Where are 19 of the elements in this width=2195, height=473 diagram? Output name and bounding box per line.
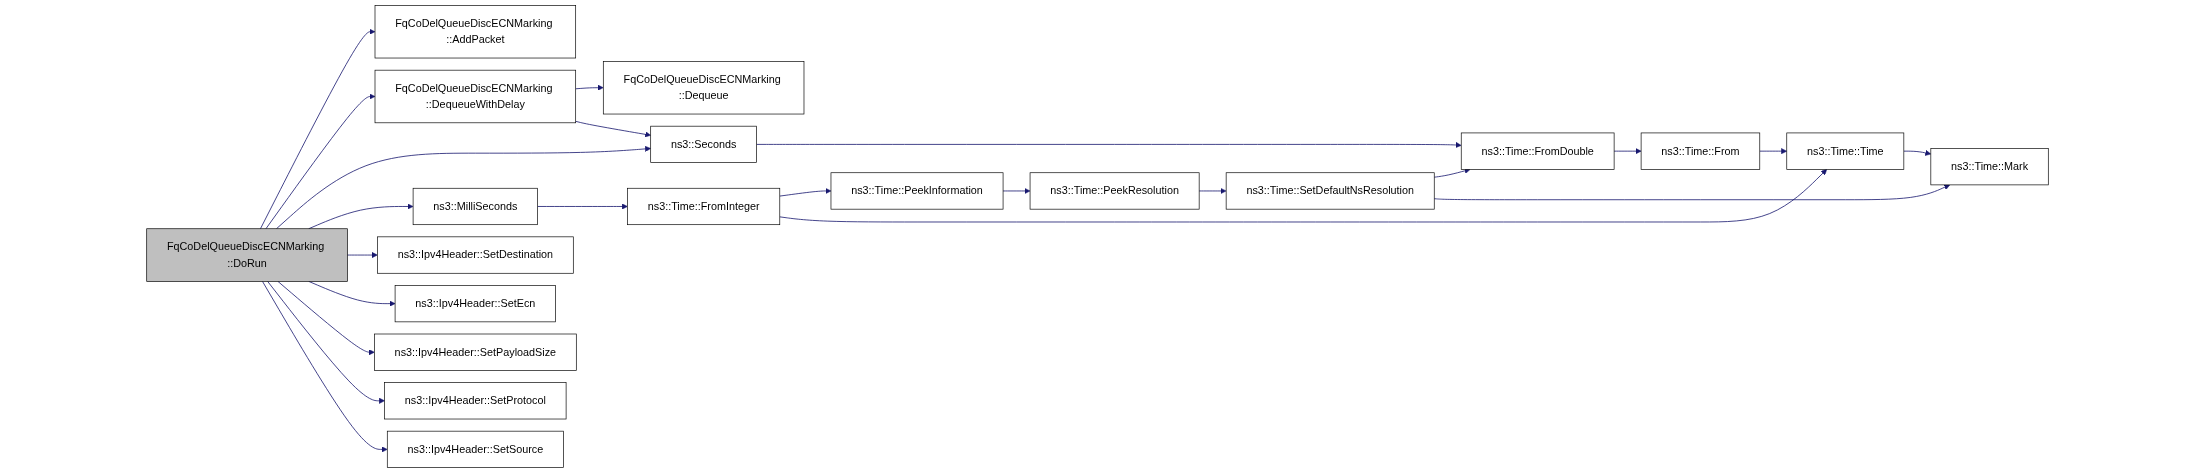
node-box: FqCoDelQueueDiscECNMarking ::Dequeue — [602, 61, 805, 115]
node-box: ns3::Ipv4Header::SetEcn — [394, 285, 556, 323]
node-box: ns3::Time::From — [1640, 132, 1761, 170]
node-box: ns3::Seconds — [650, 125, 757, 163]
node-box: ns3::Ipv4Header::SetPayloadSize — [374, 333, 577, 371]
node-box: ns3::MilliSeconds — [412, 187, 538, 226]
node-box: FqCoDelQueueDiscECNMarking ::DoRun — [146, 228, 348, 282]
node-box: ns3::Ipv4Header::SetProtocol — [384, 382, 567, 420]
node-box: ns3::Ipv4Header::SetSource — [386, 430, 564, 468]
node-box: ns3::Time::Time — [1786, 132, 1905, 170]
node-box: ns3::Time::PeekResolution — [1029, 172, 1200, 210]
node-box: ns3::Time::PeekInformation — [830, 172, 1004, 210]
node-box: ns3::Time::FromInteger — [627, 187, 781, 226]
node-box: ns3::Ipv4Header::SetDestination — [377, 236, 574, 274]
node-box: ns3::Time::FromDouble — [1460, 132, 1615, 170]
node-box: FqCoDelQueueDiscECNMarking ::AddPacket — [374, 5, 577, 59]
node-box: FqCoDelQueueDiscECNMarking ::DequeueWithDelay — [374, 69, 577, 124]
node-box: ns3::Time::Mark — [1930, 148, 2049, 186]
node-box: ns3::Time::SetDefaultNsResolution — [1225, 172, 1435, 210]
